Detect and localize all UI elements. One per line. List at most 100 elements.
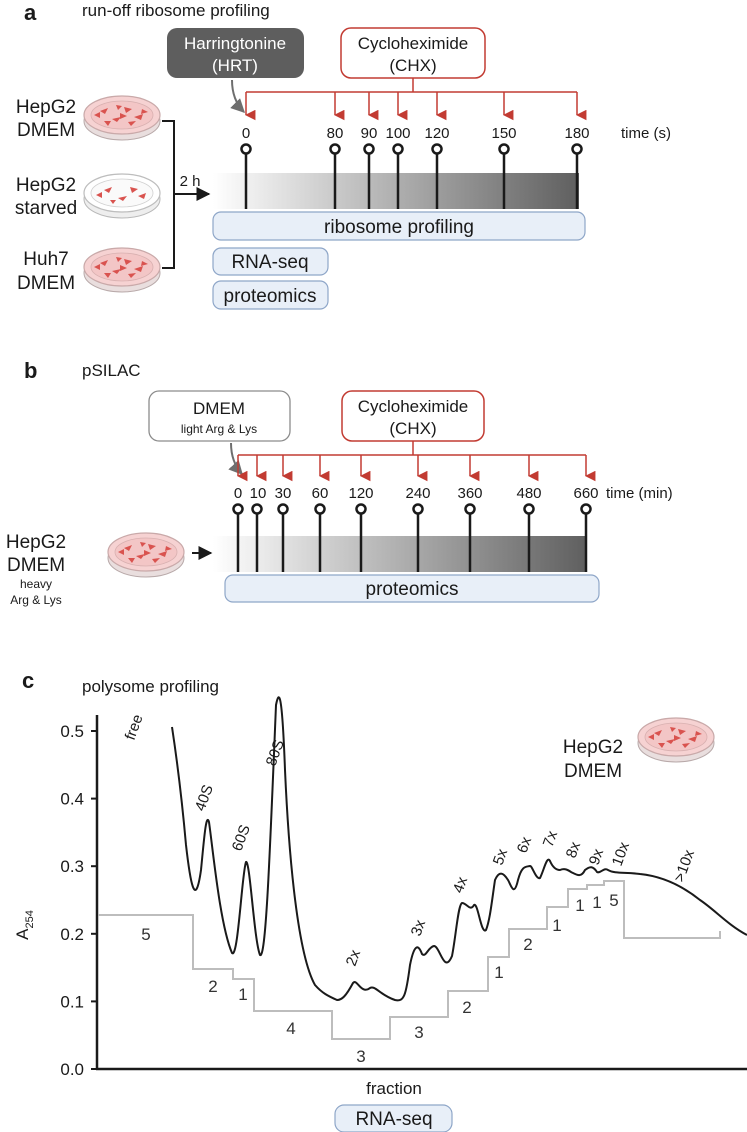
timepoint-label: 180 — [564, 125, 589, 142]
y-tick-label: 0.4 — [60, 790, 84, 809]
fraction-count: 2 — [208, 977, 217, 996]
timepoint-label: 100 — [385, 125, 410, 142]
cycloheximide-label-a: Cycloheximide — [358, 34, 469, 53]
peak-label-4x: 4x — [450, 874, 472, 895]
fraction-count: 4 — [286, 1019, 295, 1038]
peak-label-3x: 3x — [408, 917, 430, 938]
panel-c-title: polysome profiling — [82, 677, 219, 696]
fraction-count: 3 — [356, 1047, 365, 1066]
y-tick-label: 0.0 — [60, 1060, 84, 1079]
y-ticks: 0.00.10.20.30.40.5 — [60, 722, 97, 1079]
cycloheximide-label-b: Cycloheximide — [358, 397, 469, 416]
time-unit-a: time (s) — [621, 125, 671, 142]
timepoints-b: 0 10 30 60 120 240 360 480 660 — [234, 485, 599, 502]
y-tick-label: 0.2 — [60, 925, 84, 944]
pretreat-label: 2 h — [180, 173, 201, 190]
fraction-count: 1 — [494, 963, 503, 982]
medium-box — [148, 390, 291, 442]
cycloheximide-abbrev-b: (CHX) — [389, 419, 436, 438]
condition-2-line2: starved — [15, 198, 77, 219]
peak-label-5x: 5x — [490, 846, 512, 867]
fraction-count: 1 — [592, 893, 601, 912]
fraction-staircase — [98, 880, 721, 1040]
fraction-count: 3 — [414, 1023, 423, 1042]
timepoint-label: 240 — [405, 485, 430, 502]
medium-arrow — [228, 442, 243, 476]
timepoint-label: 10 — [250, 485, 267, 502]
timepoint-label: 0 — [242, 125, 250, 142]
timepoint-label: 360 — [457, 485, 482, 502]
ribosome-profiling-box — [212, 211, 586, 241]
ribosome-profiling-label: ribosome profiling — [324, 217, 474, 238]
panel-b-letter: b — [24, 358, 37, 383]
peak-label-9x: 9x — [586, 846, 608, 867]
cell-dish-icon — [83, 173, 161, 219]
cell-dish-icon — [83, 95, 161, 141]
condition-1-line1: HepG2 — [16, 97, 76, 118]
panel-c-letter: c — [22, 668, 34, 693]
peak-label-10x: 10x — [609, 839, 633, 868]
timepoint-label: 90 — [361, 125, 378, 142]
rna-seq-label-c: RNA-seq — [355, 1109, 432, 1130]
timepoints-a: 0 80 90 100 120 150 180 — [242, 125, 590, 142]
peak-label-2x: 2x — [343, 947, 365, 968]
peak-label-7x: 7x — [540, 828, 562, 849]
runoff-gradient-bar — [213, 173, 579, 209]
timepoint-label: 660 — [573, 485, 598, 502]
harringtonine-abbrev: (HRT) — [212, 56, 258, 75]
conditions-bracket — [162, 120, 175, 269]
timepoint-label: 150 — [491, 125, 516, 142]
peak-label-free: free — [122, 712, 147, 742]
timepoint-label: 0 — [234, 485, 242, 502]
pulse-gradient-bar — [213, 536, 587, 572]
condition-3-line1: Huh7 — [23, 249, 68, 270]
cycloheximide-abbrev-a: (CHX) — [389, 56, 436, 75]
harringtonine-box — [167, 28, 304, 78]
lollipops-a — [240, 143, 583, 209]
peak-label-over10x: >10x — [671, 847, 698, 884]
timepoint-label: 480 — [516, 485, 541, 502]
medium-label: DMEM — [193, 399, 245, 418]
peak-label-40s: 40S — [192, 782, 217, 813]
y-tick-label: 0.1 — [60, 992, 84, 1011]
absorbance-trace — [171, 696, 747, 1002]
rna-seq-box-a — [212, 247, 329, 276]
timepoint-label: 120 — [424, 125, 449, 142]
harringtonine-label: Harringtonine — [184, 34, 286, 53]
y-tick-label: 0.3 — [60, 857, 84, 876]
cell-dish-icon — [83, 247, 161, 293]
polysome-chart: 0.00.10.20.30.40.5 A254 fraction free 40… — [13, 696, 747, 1098]
panel-a-title: run-off ribosome profiling — [82, 1, 270, 20]
condition-b-line1: HepG2 — [6, 532, 66, 553]
fraction-count: 2 — [523, 935, 532, 954]
fraction-count: 1 — [238, 985, 247, 1004]
condition-b-line4: Arg & Lys — [10, 593, 62, 607]
fraction-count: 2 — [462, 998, 471, 1017]
timepoint-label: 80 — [327, 125, 344, 142]
condition-b-line3: heavy — [20, 577, 52, 591]
peak-label-60s: 60S — [229, 822, 254, 853]
cell-dish-icon — [107, 532, 185, 578]
fraction-counts: 5 2 1 4 3 3 2 1 2 1 1 1 5 — [141, 891, 618, 1066]
proteomics-box-a — [212, 280, 329, 310]
fraction-count: 5 — [609, 891, 618, 910]
peak-label-6x: 6x — [514, 834, 536, 855]
timepoint-label: 120 — [348, 485, 373, 502]
panel-b-title: pSILAC — [82, 361, 141, 380]
fraction-count: 1 — [552, 916, 561, 935]
time-unit-b: time (min) — [606, 485, 673, 502]
condition-1-line2: DMEM — [17, 120, 75, 141]
condition-2-line1: HepG2 — [16, 175, 76, 196]
proteomics-label-a: proteomics — [224, 286, 317, 307]
lollipops-b — [232, 503, 592, 572]
condition-3-line2: DMEM — [17, 273, 75, 294]
panel-a-letter: a — [24, 0, 37, 25]
sample-line1: HepG2 — [563, 737, 623, 758]
y-axis-label: A254 — [13, 910, 36, 940]
peak-label-8x: 8x — [563, 839, 585, 860]
chx-arrows-b — [236, 455, 596, 482]
condition-b-line2: DMEM — [7, 555, 65, 576]
rna-seq-label-a: RNA-seq — [231, 252, 308, 273]
x-axis-label: fraction — [366, 1079, 422, 1098]
